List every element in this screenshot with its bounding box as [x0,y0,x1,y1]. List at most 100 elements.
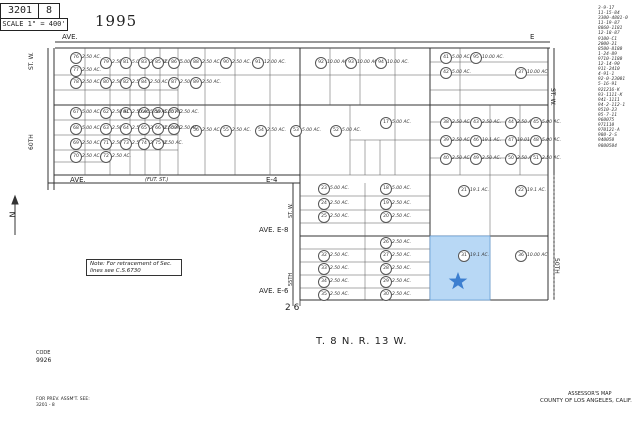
parcel-number[interactable]: 35 [318,289,330,301]
parcel-number[interactable]: 30 [380,289,392,301]
parcel-number[interactable]: 50 [505,153,517,165]
parcel-number[interactable]: 79 [100,57,112,69]
parcel-number[interactable]: 26 [380,237,392,249]
parcel-number[interactable]: 81 [120,57,132,69]
parcel-number[interactable]: 48 [530,135,542,147]
parcel-number[interactable]: 77 [70,65,82,77]
parcel-number[interactable]: 28 [380,263,392,275]
parcel-number[interactable]: 36 [515,250,527,262]
parcel-number[interactable]: 27 [380,250,392,262]
parcel-number[interactable]: 70 [70,151,82,163]
parcel-acreage: 2.50 AC. [82,141,102,146]
parcel-number[interactable]: 88 [190,57,202,69]
parcel-number[interactable]: 92 [315,57,327,69]
parcel-number[interactable]: 44 [505,117,517,129]
parcel-number[interactable]: 63 [100,123,112,135]
parcel-number[interactable]: 55 [220,125,232,137]
parcel-number[interactable]: 71 [100,138,112,150]
parcel-number[interactable]: 60 [138,107,150,119]
parcel-acreage: 5.00 AC. [150,110,170,115]
section-number: 2 6 [285,303,300,313]
parcel-number[interactable]: 83 [138,57,150,69]
parcel-number[interactable]: 31 [458,250,470,262]
parcel-number[interactable]: 25 [318,211,330,223]
parcel-acreage: 2.50 AC. [202,60,222,65]
parcel-acreage: 2.50 AC. [180,126,200,131]
road-ave-top-left: AVE. [62,33,78,41]
parcel-number[interactable]: 21 [458,185,470,197]
parcel-number[interactable]: 47 [505,135,517,147]
parcel-number[interactable]: 57 [168,107,180,119]
parcel-acreage: 5.00 AC. [392,186,412,191]
parcel-number[interactable]: 24 [318,198,330,210]
parcel-number[interactable]: 82 [120,77,132,89]
parcel-number[interactable]: 32 [318,250,330,262]
parcel-number[interactable]: 76 [70,52,82,64]
parcel-number[interactable]: 86 [168,57,180,69]
parcel-number[interactable]: 80 [100,77,112,89]
road-60th: 60TH [28,134,35,150]
parcel-number[interactable]: 95 [470,52,482,64]
parcel-acreage: 2.50 AC. [452,138,472,143]
parcel-acreage: 2.50 AC. [517,120,537,125]
parcel-number[interactable]: 78 [70,77,82,89]
parcel-number[interactable]: 58 [168,123,180,135]
road-ave-top-right: E [530,33,535,41]
parcel-number[interactable]: 29 [380,276,392,288]
parcel-number[interactable]: 42 [440,67,452,79]
parcel-number[interactable]: 20 [380,211,392,223]
parcel-number[interactable]: 91 [252,57,264,69]
parcel-number[interactable]: 61 [120,107,132,119]
parcel-number[interactable]: 38 [440,117,452,129]
parcel-number[interactable]: 67 [70,107,82,119]
parcel-number[interactable]: 69 [70,138,82,150]
parcel-number[interactable]: 52 [330,125,342,137]
parcel-number[interactable]: 51 [530,153,542,165]
parcel-number[interactable]: 62 [100,107,112,119]
parcel-number[interactable]: 72 [100,151,112,163]
parcel-number[interactable]: 43 [470,117,482,129]
parcel-acreage: 2.50 AC. [452,120,472,125]
parcel-number[interactable]: 33 [318,263,330,275]
parcel-number[interactable]: 53 [290,125,302,137]
parcel-number[interactable]: 59 [152,107,164,119]
parcel-number[interactable]: 34 [318,276,330,288]
parcel-acreage: 10.00 AC. [327,60,349,65]
parcel-number[interactable]: 87 [168,77,180,89]
parcel-number[interactable]: 64 [120,123,132,135]
parcel-acreage: 5.00 AC. [452,70,472,75]
parcel-number[interactable]: 74 [138,138,150,150]
parcel-acreage: 2.50 AC. [517,156,537,161]
parcel-acreage: 2.50 AC. [392,201,412,206]
parcel-number[interactable]: 17 [380,117,392,129]
parcel-number[interactable]: 56 [190,125,202,137]
parcel-number[interactable]: 39 [440,135,452,147]
parcel-number[interactable]: 94 [375,57,387,69]
parcel-number[interactable]: 18 [380,183,392,195]
parcel-number[interactable]: 84 [138,77,150,89]
parcel-number[interactable]: 49 [470,153,482,165]
parcel-number[interactable]: 90 [220,57,232,69]
parcel-number[interactable]: 54 [255,125,267,137]
retracement-note: Note: For retracement of Sec. lines see … [86,259,182,276]
parcel-number[interactable]: 37 [515,67,527,79]
parcel-number[interactable]: 46 [470,135,482,147]
parcel-number[interactable]: 93 [345,57,357,69]
parcel-number[interactable]: 73 [120,138,132,150]
parcel-acreage: 5.00 AC. [452,55,472,60]
highlighted-parcel[interactable] [429,235,491,301]
parcel-number[interactable]: 22 [515,185,527,197]
parcel-number[interactable]: 89 [190,77,202,89]
parcel-number[interactable]: 40 [440,153,452,165]
parcel-number[interactable]: 68 [70,123,82,135]
parcel-acreage: 2.50 AC. [330,214,350,219]
parcel-number[interactable]: 85 [152,57,164,69]
parcel-number[interactable]: 75 [152,138,164,150]
north-label: N [8,211,18,218]
parcel-number[interactable]: 41 [440,52,452,64]
parcel-number[interactable]: 65 [138,123,150,135]
parcel-number[interactable]: 23 [318,183,330,195]
parcel-number[interactable]: 19 [380,198,392,210]
parcel-number[interactable]: 45 [530,117,542,129]
parcel-number[interactable]: 66 [152,123,164,135]
